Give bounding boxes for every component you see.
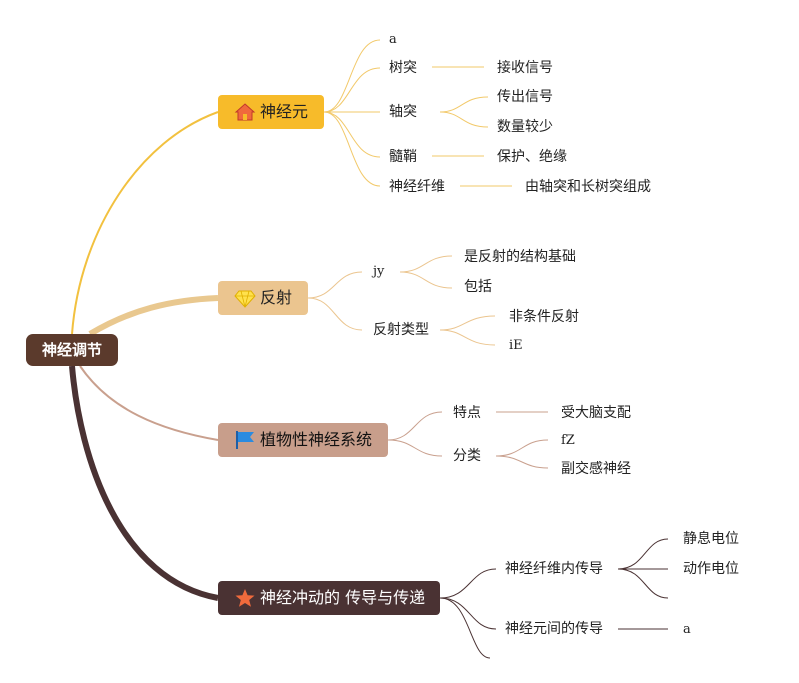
branch-neuron[interactable]: 神经元 — [218, 95, 324, 129]
topic-few[interactable]: 数量较少 — [497, 119, 553, 135]
topic-fZ[interactable]: fZ — [561, 433, 575, 448]
topic-jy[interactable]: jy — [373, 264, 385, 279]
link-root-reflex — [88, 295, 219, 337]
topic-myelin[interactable]: 髓鞘 — [389, 149, 417, 165]
link-root-neuron — [71, 111, 219, 335]
branch-autonomic-label: 植物性神经系统 — [260, 430, 373, 449]
topic-nerve-fiber[interactable]: 神经纤维 — [389, 179, 445, 195]
topic-reflex-types[interactable]: 反射类型 — [373, 322, 429, 338]
topic-send-signal[interactable]: 传出信号 — [497, 89, 553, 105]
branch-reflex[interactable]: 反射 — [218, 281, 308, 315]
topic-action-potential[interactable]: 动作电位 — [683, 561, 739, 577]
house-icon — [234, 103, 256, 121]
branch-neuron-label: 神经元 — [260, 102, 309, 121]
topic-protect[interactable]: 保护、绝缘 — [497, 149, 567, 165]
topic-axon[interactable]: 轴突 — [389, 104, 417, 120]
topic-parasympathetic[interactable]: 副交感神经 — [561, 461, 631, 477]
link-root-impulse — [69, 365, 219, 601]
topic-dendrite[interactable]: 树突 — [389, 60, 417, 76]
diamond-icon — [234, 290, 256, 308]
topic-fiber-composition[interactable]: 由轴突和长树突组成 — [525, 179, 651, 195]
topic-unconditioned[interactable]: 非条件反射 — [509, 309, 579, 325]
topic-a[interactable]: a — [389, 32, 397, 47]
topic-receive-signal[interactable]: 接收信号 — [497, 60, 553, 76]
topic-iE[interactable]: iE — [509, 338, 523, 353]
topic-includes[interactable]: 包括 — [464, 279, 492, 295]
topic-features[interactable]: 特点 — [453, 405, 481, 421]
topic-a-2[interactable]: a — [683, 622, 691, 637]
topic-structure-basis[interactable]: 是反射的结构基础 — [464, 249, 576, 265]
branch-reflex-label: 反射 — [260, 288, 293, 307]
topic-interneuron-transmission[interactable]: 神经元间的传导 — [505, 621, 603, 637]
topic-fiber-conduction[interactable]: 神经纤维内传导 — [505, 561, 603, 577]
star-icon — [235, 589, 255, 607]
flag-icon — [236, 431, 254, 449]
branch-impulse[interactable]: 神经冲动的 传导与传递 — [218, 581, 440, 615]
neuron-links — [323, 39, 512, 187]
autonomic-links — [387, 411, 549, 469]
reflex-links — [307, 255, 496, 346]
impulse-links — [439, 538, 669, 659]
topic-brain-control[interactable]: 受大脑支配 — [561, 405, 631, 421]
branch-impulse-label: 神经冲动的 传导与传递 — [260, 588, 426, 607]
root-node[interactable]: 神经调节 — [26, 334, 118, 366]
branch-autonomic[interactable]: 植物性神经系统 — [218, 423, 388, 457]
topic-classification[interactable]: 分类 — [453, 448, 481, 464]
link-root-autonomic — [79, 365, 219, 441]
topic-resting-potential[interactable]: 静息电位 — [683, 531, 739, 547]
